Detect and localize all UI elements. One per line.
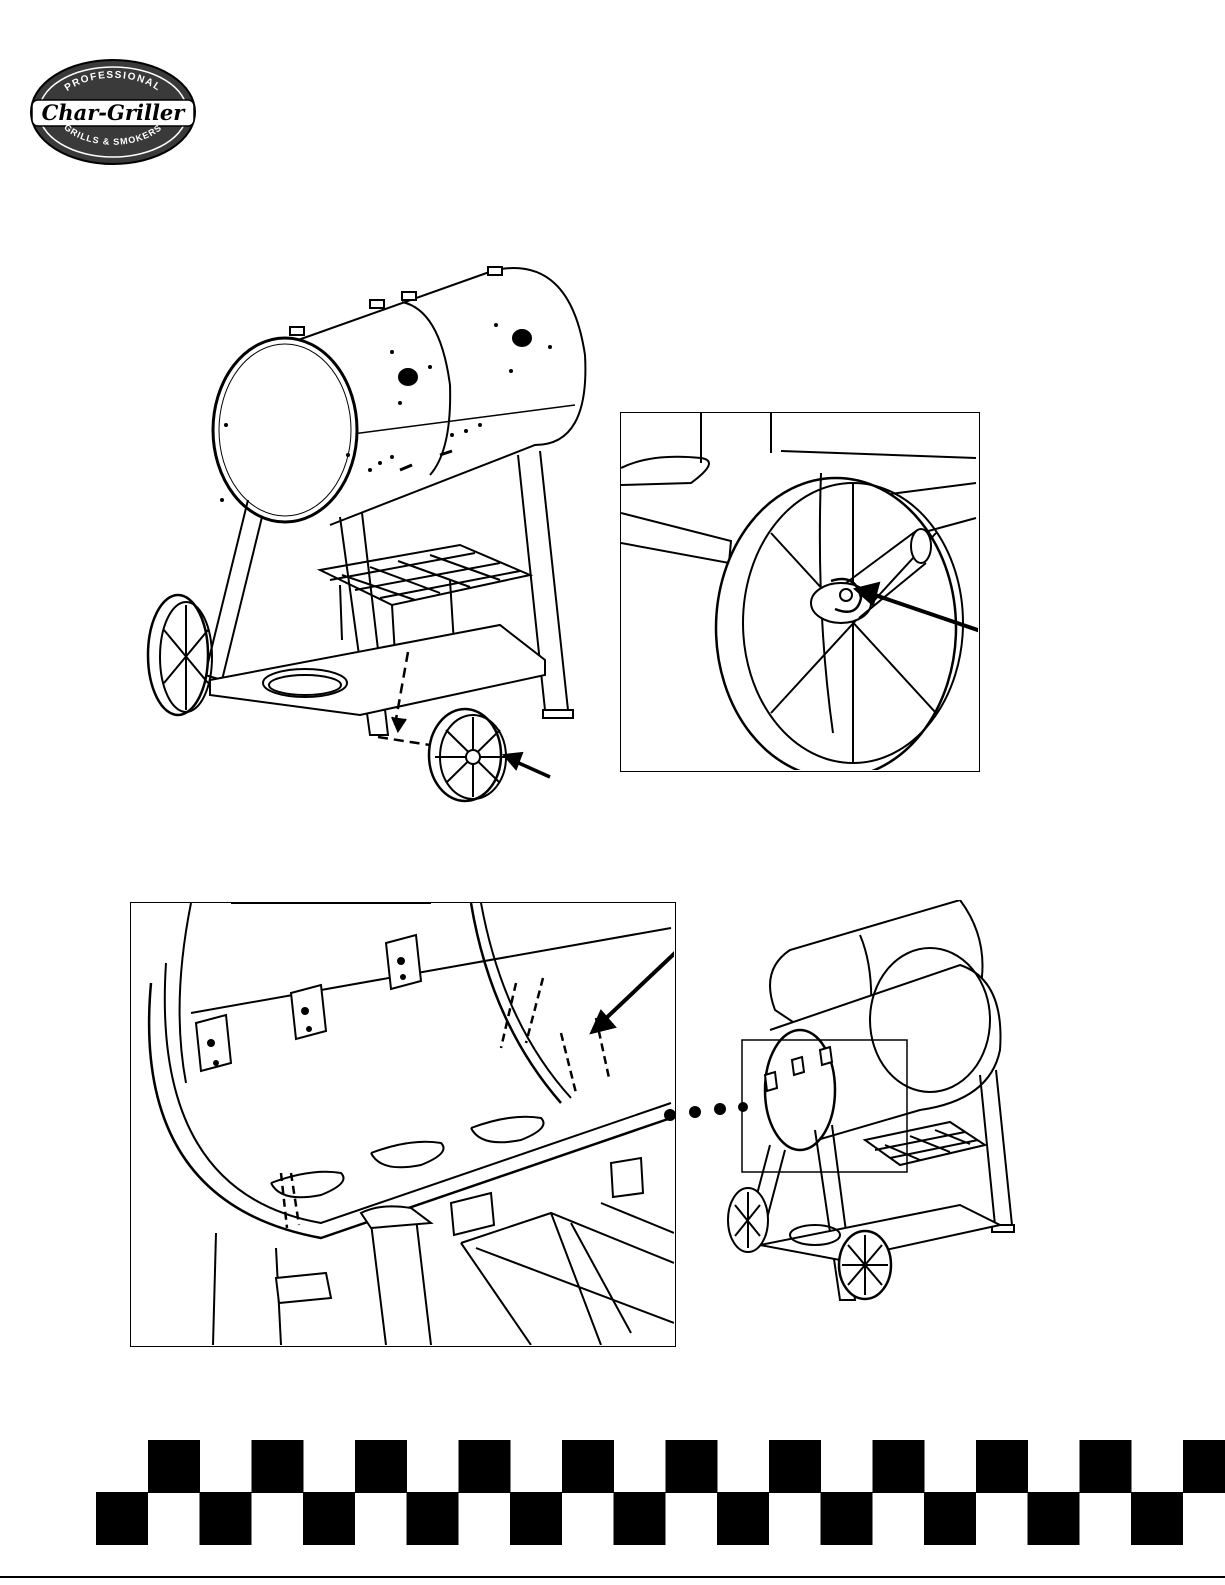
checker-square [821,1492,873,1545]
checker-square [1131,1492,1183,1545]
checker-square [148,1440,200,1493]
checker-square [200,1492,252,1545]
checker-square [252,1440,304,1493]
checker-square [666,1440,718,1493]
firebox-bracket-detail-figure [130,902,676,1347]
checkerboard-pattern [0,1440,1225,1550]
checker-square [1080,1440,1132,1493]
brand-logo: PROFESSIONAL Char-Griller GRILLS & SMOKE… [28,56,198,168]
checker-square [976,1440,1028,1493]
logo-brand-text: Char-Griller [42,100,187,125]
checker-square [717,1492,769,1545]
checker-square [924,1492,976,1545]
grill-wheel-installation-figure [130,255,620,815]
checker-square [873,1440,925,1493]
checker-square [614,1492,666,1545]
checker-square [459,1440,511,1493]
footer-rule [0,1576,1225,1578]
grill-lid-open-overview-figure [660,900,1050,1320]
checker-square [1028,1492,1080,1545]
checker-square [562,1440,614,1493]
checker-square [303,1492,355,1545]
checkerboard-footer [0,1440,1225,1550]
checker-square [407,1492,459,1545]
checker-square [510,1492,562,1545]
checker-square [96,1492,148,1545]
wheel-axle-detail-figure [620,412,980,772]
checker-square [769,1440,821,1493]
checker-square [355,1440,407,1493]
checker-square [1183,1440,1225,1493]
